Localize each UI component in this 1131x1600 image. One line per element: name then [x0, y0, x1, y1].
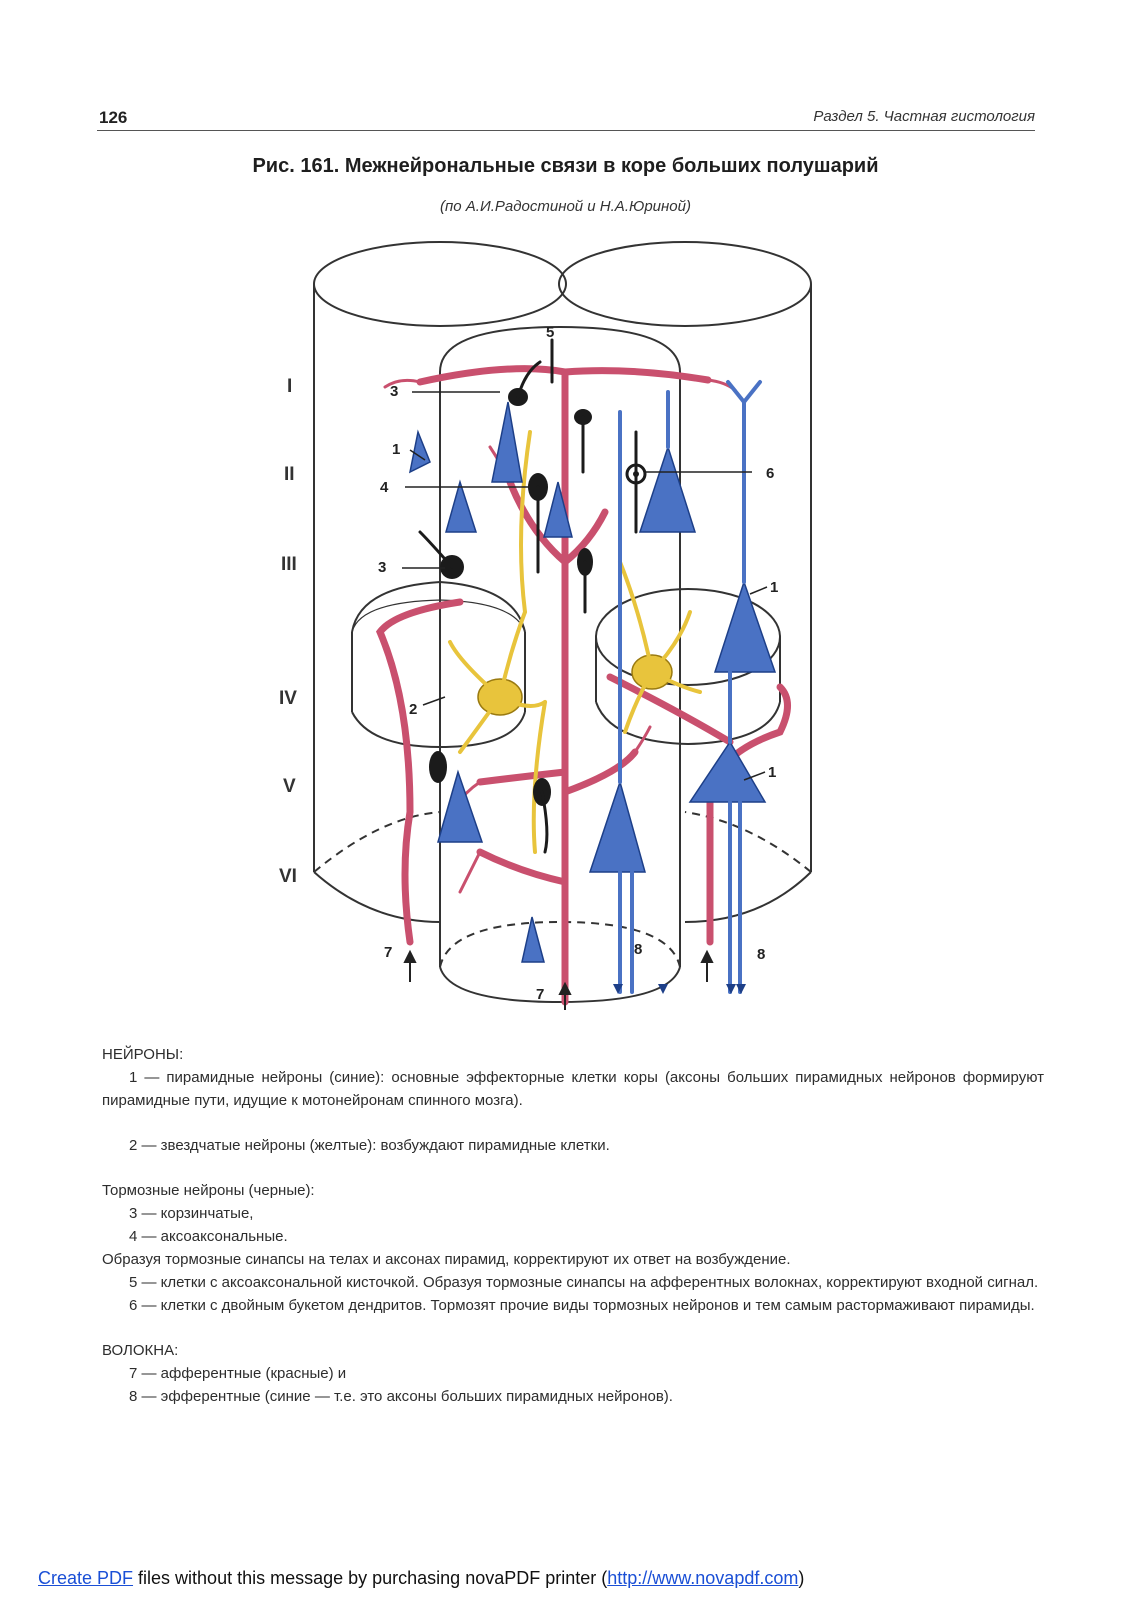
callout-1-low: 1	[768, 764, 776, 781]
legend-neurons-heading: НЕЙРОНЫ:	[102, 1043, 1044, 1066]
novapdf-link[interactable]: http://www.novapdf.com	[607, 1568, 798, 1588]
callout-2: 2	[409, 701, 417, 718]
legend-item-3: 3 — корзинчатые,	[102, 1202, 1044, 1225]
layer-label-iii: III	[281, 554, 297, 575]
callout-6: 6	[766, 465, 774, 482]
cortex-diagram: I II III IV V VI 5 3 1 4 3 2 6 1 1 7 8 8…	[260, 232, 860, 1032]
figure-credit: (по А.И.Радостиной и Н.А.Юриной)	[0, 198, 1131, 215]
callout-7-left: 7	[384, 944, 392, 961]
layer-label-v: V	[283, 776, 296, 797]
figure-caption: Рис. 161. Межнейрональные связи в коре б…	[0, 155, 1131, 178]
callout-1-top: 1	[392, 441, 400, 458]
callout-5: 5	[546, 324, 554, 341]
header-rule	[97, 130, 1035, 131]
legend-item-5: 5 — клетки с аксоаксональной кисточкой. …	[102, 1271, 1044, 1294]
create-pdf-link[interactable]: Create PDF	[38, 1568, 133, 1588]
callout-7-bottom: 7	[536, 986, 544, 1003]
section-title: Раздел 5. Частная гистология	[813, 108, 1035, 125]
callout-1-mid: 1	[770, 579, 778, 596]
callout-8-mid: 8	[634, 941, 642, 958]
layer-label-i: I	[287, 376, 292, 397]
callout-8-right: 8	[757, 946, 765, 963]
callout-3-top: 3	[390, 383, 398, 400]
legend-inhibitory-heading: Тормозные нейроны (черные):	[102, 1179, 1044, 1202]
legend-fibers-heading: ВОЛОКНА:	[102, 1339, 1044, 1362]
layer-label-vi: VI	[279, 866, 297, 887]
legend-item-8: 8 — эфферентные (синие — т.е. это аксоны…	[102, 1385, 1044, 1408]
layer-label-iv: IV	[279, 688, 297, 709]
footer-end-text: )	[798, 1568, 804, 1588]
legend-item-1: 1 — пирамидные нейроны (синие): основные…	[102, 1066, 1044, 1112]
footer-middle-text: files without this message by purchasing…	[133, 1568, 607, 1588]
page-number: 126	[99, 108, 127, 128]
legend-item-7: 7 — афферентные (красные) и	[102, 1362, 1044, 1385]
figure-legend: НЕЙРОНЫ: 1 — пирамидные нейроны (синие):…	[102, 1043, 1044, 1408]
callout-3-mid: 3	[378, 559, 386, 576]
callout-4: 4	[380, 479, 389, 496]
legend-item-6: 6 — клетки с двойным букетом дендритов. …	[102, 1294, 1044, 1317]
layer-label-ii: II	[284, 464, 295, 485]
legend-inhibitory-note: Образуя тормозные синапсы на телах и акс…	[102, 1248, 1044, 1271]
pdf-footer: Create PDF files without this message by…	[38, 1568, 804, 1589]
legend-item-2: 2 — звездчатые нейроны (желтые): возбужд…	[102, 1134, 1044, 1157]
afferent-branches	[385, 380, 735, 892]
legend-item-4: 4 — аксоаксональные.	[102, 1225, 1044, 1248]
